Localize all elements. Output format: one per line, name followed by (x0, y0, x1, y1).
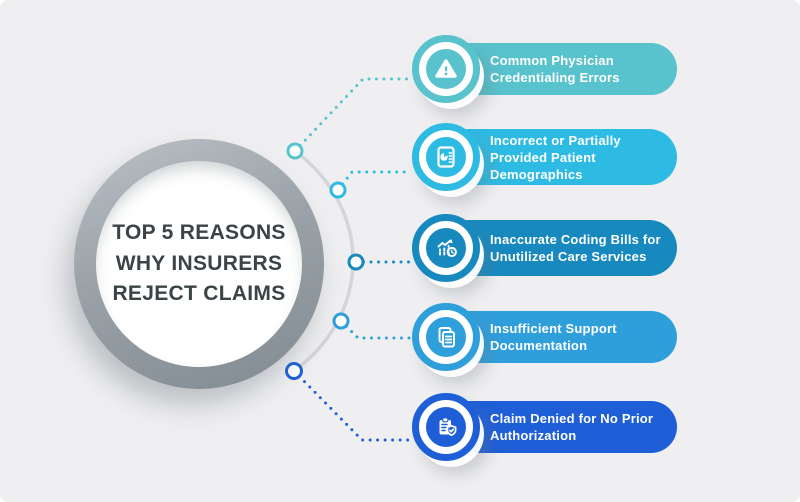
clipboard-shield-check-icon (439, 417, 457, 437)
item-insufficient-documentation: Insufficient Support Documentation (412, 303, 682, 371)
coding-growth-chart-icon (437, 239, 457, 258)
node-dot-4 (332, 312, 350, 330)
item-badge (412, 35, 480, 103)
patient-demographics-document-icon (437, 146, 455, 168)
warning-triangle-icon (435, 59, 457, 78)
connector-credentialing (286, 77, 412, 160)
node-dot-1 (286, 142, 304, 160)
item-badge (412, 214, 480, 282)
item-badge (412, 123, 480, 191)
item-label: Common Physician Credentialing Errors (490, 53, 620, 85)
page-title: TOP 5 REASONS WHY INSURERS REJECT CLAIMS (112, 221, 286, 306)
item-no-prior-authorization: Claim Denied for No Prior Authorization (412, 393, 682, 461)
item-pill: Incorrect or Partially Provided Patient … (440, 129, 677, 185)
item-patient-demographics: Incorrect or Partially Provided Patient … (412, 123, 682, 191)
node-dot-2 (329, 181, 347, 199)
item-badge (412, 393, 480, 461)
item-label: Incorrect or Partially Provided Patient … (490, 132, 621, 182)
item-badge (412, 303, 480, 371)
stacked-documents-icon (438, 327, 455, 348)
connector-demographics (329, 170, 412, 199)
item-label: Claim Denied for No Prior Authorization (490, 411, 654, 443)
connector-authorization (285, 362, 412, 442)
node-dot-3 (347, 253, 365, 271)
central-circle-face: TOP 5 REASONS WHY INSURERS REJECT CLAIMS (96, 161, 302, 367)
node-dot-5 (285, 362, 303, 380)
item-label: Insufficient Support Documentation (490, 321, 617, 353)
connector-documentation (332, 312, 412, 340)
item-label: Inaccurate Coding Bills for Unutilized C… (490, 232, 661, 264)
central-circle: TOP 5 REASONS WHY INSURERS REJECT CLAIMS (74, 139, 324, 389)
connector-coding (347, 253, 412, 271)
item-credentialing-errors: Common Physician Credentialing Errors (412, 35, 682, 103)
item-inaccurate-coding: Inaccurate Coding Bills for Unutilized C… (412, 214, 682, 282)
